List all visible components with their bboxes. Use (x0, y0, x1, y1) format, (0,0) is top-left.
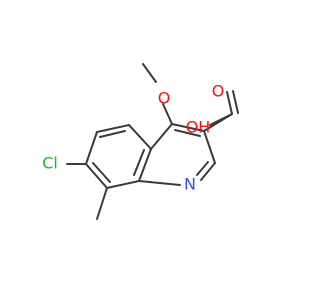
bond-c8-c8a (106, 180, 140, 189)
nitrogen-label: N (184, 175, 196, 194)
bond-c4-c3 (171, 123, 205, 132)
bond-c5-c6 (96, 124, 130, 133)
bond-c7-c8 (85, 163, 108, 189)
bond-c6-c7 (85, 131, 98, 165)
bond-c4-o (162, 103, 173, 125)
bond-c4-c3-inner (174, 129, 201, 137)
molecule-canvas: O OH O Cl N (42, 63, 239, 220)
oxygen-methoxy-label: O (158, 89, 171, 108)
hydroxyl-label: OH (186, 118, 211, 137)
bond-c2-n1-inner (196, 161, 209, 176)
bond-cooh-double-o-b (232, 90, 239, 114)
bond-c7-c8-inner (92, 162, 111, 183)
bond-c2-n1 (200, 162, 216, 181)
carbonyl-oxygen-label: O (212, 82, 225, 101)
bond-c8a-c4a (138, 148, 152, 182)
bond-c4a-c5 (128, 124, 152, 150)
molecule-structure: O OH O Cl N (42, 63, 239, 220)
bond-c4a-c4 (150, 123, 173, 150)
chlorine-label: Cl (42, 154, 58, 173)
bond-cooh-oh (209, 113, 233, 126)
bond-cooh-double-o-a (226, 91, 233, 115)
bond-c3-c2 (203, 130, 216, 164)
bond-o-ch3 (142, 63, 157, 83)
bond-c5-c6-inner (99, 130, 126, 138)
bond-n1-c8a (138, 180, 181, 186)
bond-c8-ch3 (96, 187, 108, 220)
bond-c8a-c4a-inner (133, 149, 145, 176)
